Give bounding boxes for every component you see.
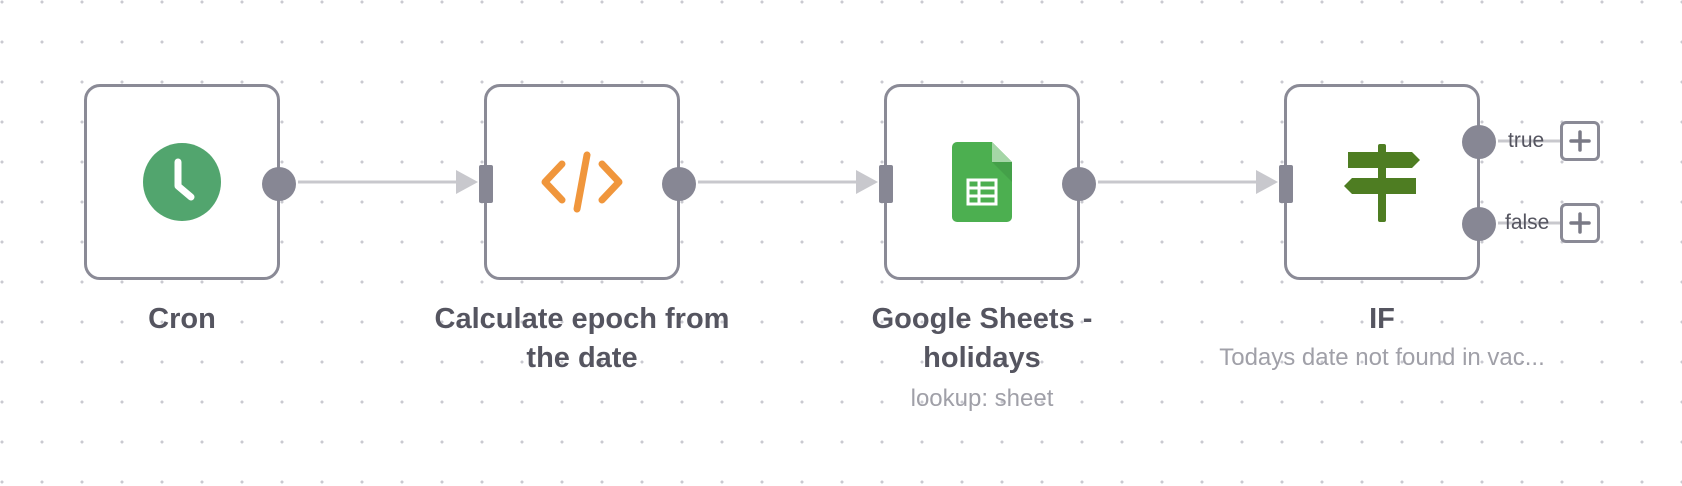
output-handle-true[interactable] — [1462, 125, 1496, 159]
node-if[interactable] — [1279, 84, 1496, 280]
google-sheets-icon — [952, 142, 1012, 222]
connection-sheets-to-if[interactable] — [1098, 170, 1278, 194]
node-label-cron: Cron — [148, 303, 216, 335]
clock-icon — [143, 143, 221, 221]
node-label-google-sheets: Google Sheets - holidays — [871, 303, 1093, 374]
input-handle[interactable] — [1279, 165, 1293, 203]
input-handle[interactable] — [479, 165, 493, 203]
branch-label-true: true — [1508, 129, 1545, 152]
plus-icon — [1569, 130, 1591, 152]
connection-code-to-sheets[interactable] — [698, 170, 878, 194]
code-icon — [541, 151, 623, 213]
output-handle[interactable] — [662, 167, 696, 201]
node-label-if: IF — [1369, 303, 1395, 335]
add-node-true-button[interactable] — [1560, 121, 1600, 161]
input-handle[interactable] — [879, 165, 893, 203]
node-google-sheets[interactable] — [879, 84, 1096, 280]
plus-icon — [1569, 212, 1591, 234]
node-label-code: Calculate epoch from the date — [434, 303, 730, 374]
signpost-icon — [1344, 144, 1420, 222]
node-code[interactable] — [479, 84, 696, 280]
node-subtitle-if: Todays date not found in vac... — [1219, 344, 1545, 371]
add-node-false-button[interactable] — [1560, 203, 1600, 243]
output-handle[interactable] — [1062, 167, 1096, 201]
connection-cron-to-code[interactable] — [298, 170, 478, 194]
node-subtitle-google-sheets: lookup: sheet — [910, 385, 1054, 412]
output-handle[interactable] — [262, 167, 296, 201]
node-cron[interactable] — [84, 84, 296, 280]
branch-label-false: false — [1505, 211, 1550, 234]
output-handle-false[interactable] — [1462, 207, 1496, 241]
